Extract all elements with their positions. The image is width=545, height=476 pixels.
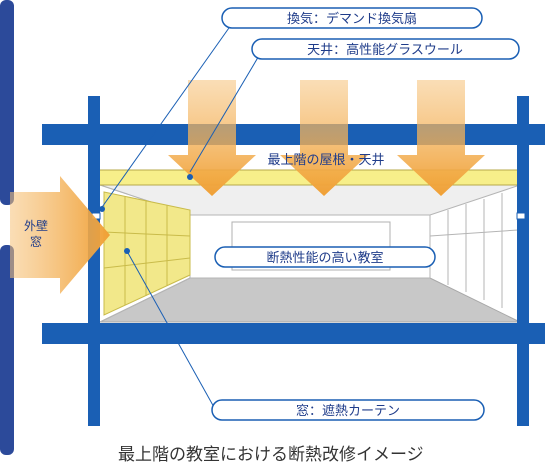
callout-ventilation: 換気：デマンド換気扇: [221, 7, 483, 29]
figure-caption: 最上階の教室における断熱改修イメージ: [118, 445, 424, 465]
classroom-label: 断熱性能の高い教室: [266, 250, 383, 266]
ventilation-label: 換気：デマンド換気扇: [287, 11, 417, 27]
dot-ventilation: [99, 206, 105, 212]
right-wall-windows: [429, 193, 519, 308]
roof-ceiling-label: 最上階の屋根・天井: [267, 153, 384, 168]
side-panel-top: [0, 0, 14, 205]
blackboard: [231, 221, 391, 271]
heat-arrow-1: [168, 80, 256, 196]
leader-lines: [99, 17, 264, 410]
heat-arrows-down: [168, 80, 485, 196]
heat-arrow-2: [280, 80, 368, 196]
exterior-wall-label: 外壁: [24, 218, 48, 233]
callout-ceiling-insulation: 天井：高性能グラスウール: [251, 38, 520, 60]
right-column: [517, 96, 529, 426]
callout-curtain: 窓：遮熱カーテン: [211, 399, 485, 421]
window-label: 窓: [30, 234, 42, 249]
roof-beam: [42, 124, 545, 145]
heat-arrow-3: [397, 80, 485, 196]
floor-beam: [42, 323, 545, 344]
callout-classroom: 断熱性能の高い教室: [214, 246, 436, 268]
dot-curtain: [124, 248, 130, 254]
curtain-label: 窓：遮熱カーテン: [296, 403, 400, 419]
dot-ceiling: [187, 174, 193, 180]
wall-mark-right: [516, 212, 526, 220]
left-column: [88, 96, 100, 426]
side-panel-bottom: [0, 245, 14, 455]
ceiling-insulation-label: 天井：高性能グラスウール: [307, 42, 463, 58]
heat-arrow-wall: [10, 176, 110, 294]
